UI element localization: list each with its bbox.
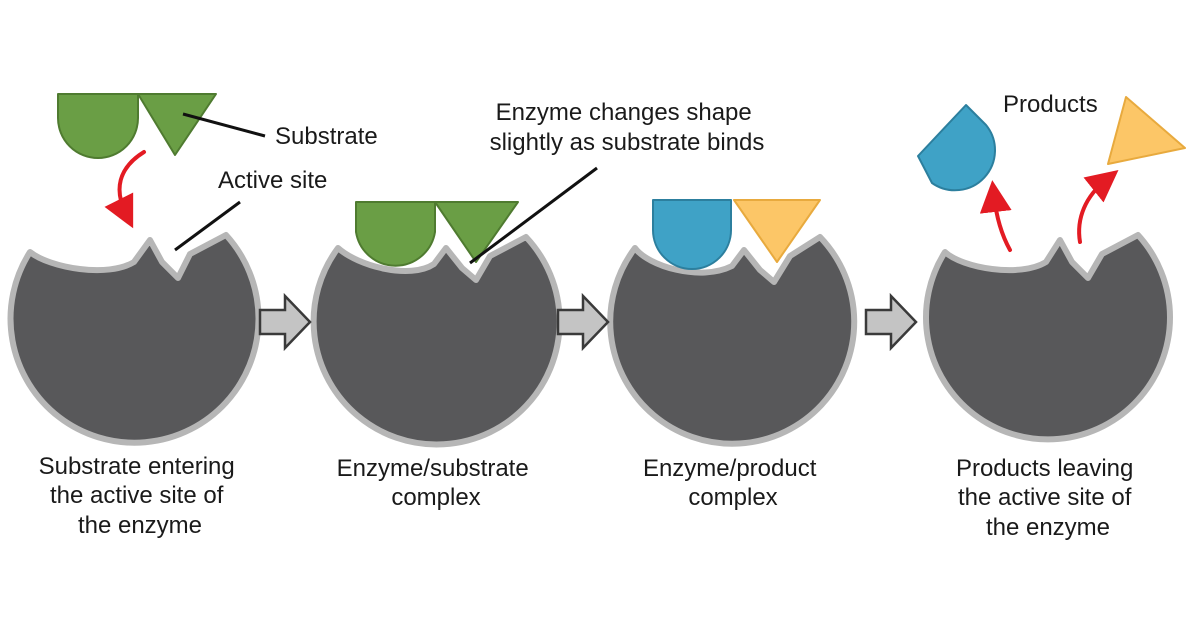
caption-step-1-line-3: the enzyme: [78, 512, 202, 539]
substrate-triangle: [137, 93, 217, 156]
released-product-blue: [917, 104, 996, 192]
enzyme-3: [607, 234, 858, 447]
label-enzyme-changes: Enzyme changes shape slightly as substra…: [490, 99, 765, 156]
red-arrow-leave-1: [979, 180, 1012, 252]
caption-step-1: Substrate entering the active site of th…: [39, 453, 242, 539]
caption-step-3-line-2: complex: [688, 484, 777, 511]
pointer-shape-change: [469, 166, 598, 265]
step-arrow-3: [864, 292, 918, 352]
caption-step-2-line-1: Enzyme/substrate: [337, 455, 529, 482]
enzyme-4: [923, 232, 1173, 443]
pointer-substrate: [182, 112, 266, 138]
label-enzyme-changes-line-2: slightly as substrate binds: [490, 129, 765, 156]
bound-substrate-triangle: [434, 201, 519, 263]
substrate-half-circle: [57, 93, 139, 159]
caption-step-4-line-1: Products leaving: [956, 455, 1133, 482]
caption-step-4-line-2: the active site of: [958, 484, 1132, 511]
enzyme-2: [310, 234, 563, 448]
caption-step-2-line-2: complex: [391, 484, 480, 511]
caption-step-2: Enzyme/substrate complex: [337, 455, 536, 511]
label-enzyme-changes-line-1: Enzyme changes shape: [496, 99, 752, 126]
step-arrow-2: [556, 292, 610, 352]
label-substrate: Substrate: [275, 123, 378, 150]
released-product-yellow: [1107, 96, 1186, 165]
step-arrow-1: [258, 292, 312, 352]
label-active-site: Active site: [218, 167, 327, 194]
enzyme-1: [7, 232, 262, 446]
bound-substrate-half-circle: [355, 201, 436, 267]
caption-step-4-line-3: the enzyme: [986, 514, 1110, 541]
red-arrow-leave-2: [1077, 169, 1119, 244]
caption-step-3: Enzyme/product complex: [643, 455, 823, 511]
bound-product-blue: [652, 199, 732, 270]
caption-step-3-line-1: Enzyme/product: [643, 455, 817, 482]
caption-step-1-line-2: the active site of: [50, 482, 224, 509]
caption-step-1-line-1: Substrate entering: [39, 453, 235, 480]
bound-product-yellow: [733, 199, 821, 263]
pointer-active-site: [174, 200, 241, 252]
red-arrow-enter: [104, 150, 146, 229]
caption-step-4: Products leaving the active site of the …: [956, 455, 1140, 541]
label-products: Products: [1003, 91, 1098, 118]
